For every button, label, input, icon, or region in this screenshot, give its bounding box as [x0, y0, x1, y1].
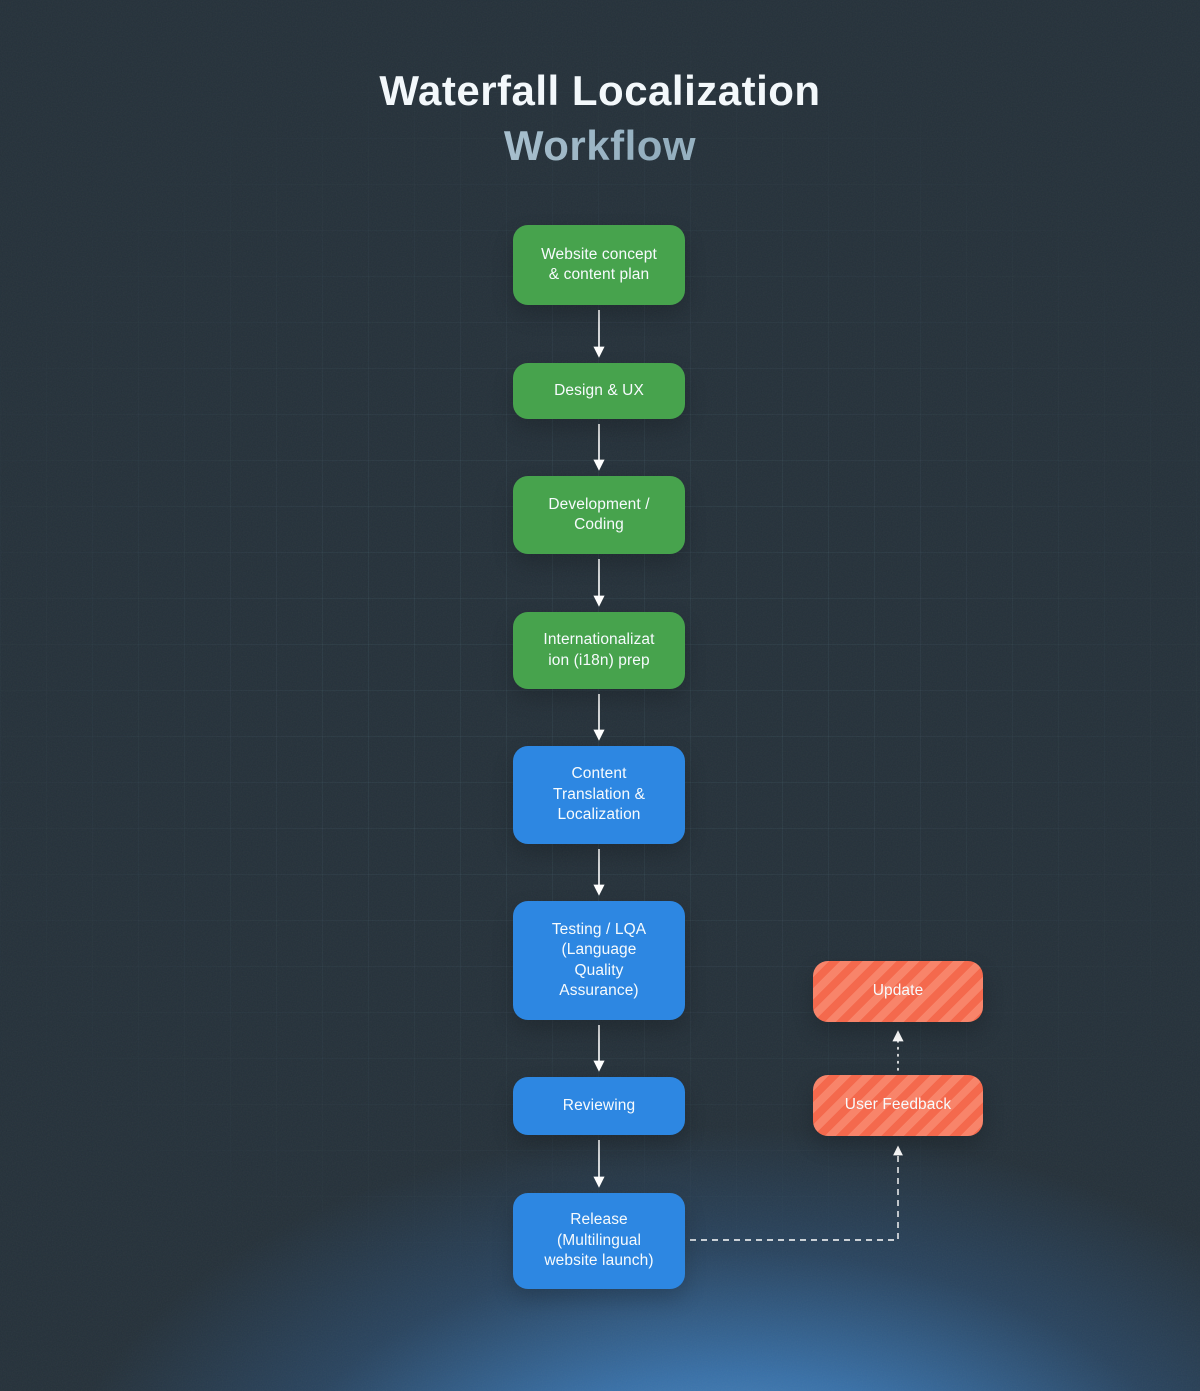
page-title-line2: Workflow [0, 119, 1200, 174]
feedback-node-user-feedback: User Feedback [813, 1075, 983, 1136]
flow-node-content-translation: Content Translation & Localization [513, 746, 685, 844]
flow-node-label: Reviewing [562, 1096, 636, 1114]
flow-node-label: Update [872, 982, 924, 1000]
flow-node-label: Internationalizat ion (i18n) prep [543, 631, 655, 669]
flow-node-label: User Feedback [844, 1096, 952, 1114]
flow-node-website-concept: Website concept & content plan [513, 225, 685, 305]
flow-node-reviewing: Reviewing [513, 1077, 685, 1135]
flow-node-release: Release (Multilingual website launch) [513, 1193, 685, 1289]
flow-node-label: Website concept & content plan [541, 245, 657, 283]
page-title: Waterfall Localization Workflow [0, 64, 1200, 173]
arrow-release-to-userfeedback [690, 1145, 903, 1241]
flow-node-label: Content Translation & Localization [552, 765, 646, 824]
flow-node-i18n-prep: Internationalizat ion (i18n) prep [513, 612, 685, 689]
flow-node-label: Design & UX [554, 381, 644, 399]
flow-node-label: Release (Multilingual website launch) [544, 1211, 654, 1270]
page-title-line1: Waterfall Localization [379, 67, 821, 114]
flow-node-label: Development / Coding [548, 495, 650, 533]
feedback-node-update: Update [813, 961, 983, 1022]
flow-node-development-coding: Development / Coding [513, 476, 685, 554]
flow-node-label: Testing / LQA (Language Quality Assuranc… [551, 920, 647, 999]
flow-node-testing-lqa: Testing / LQA (Language Quality Assuranc… [513, 901, 685, 1020]
flow-node-design-ux: Design & UX [513, 363, 685, 419]
